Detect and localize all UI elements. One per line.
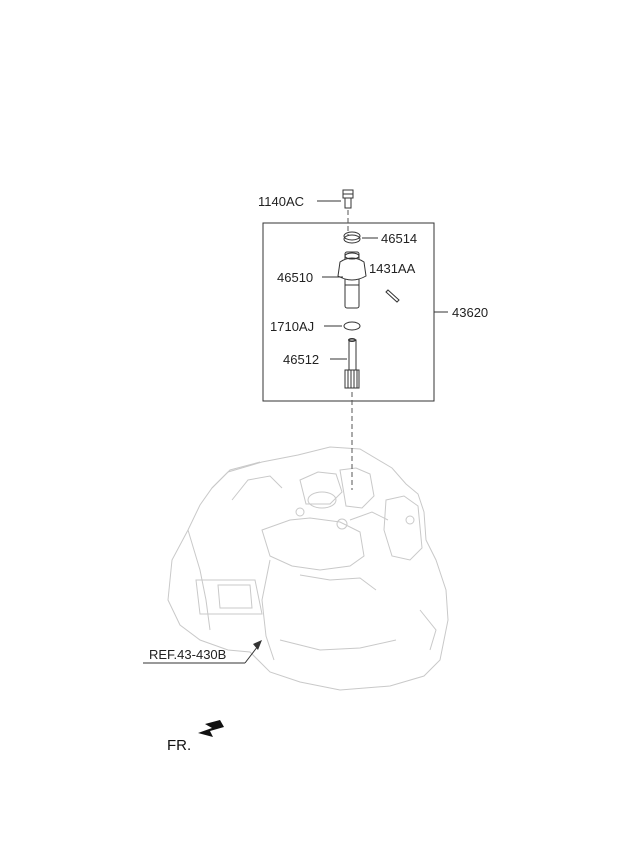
label-seal: 46514 [381, 231, 417, 246]
label-pin: 1431AA [369, 261, 416, 276]
oring-part [343, 321, 361, 331]
label-reference: REF.43-430B [149, 647, 226, 662]
transmission-housing-outline [167, 446, 449, 691]
bolt-part [342, 189, 354, 209]
pin-part [385, 289, 400, 303]
label-oring: 1710AJ [270, 319, 314, 334]
label-bolt: 1140AC [258, 194, 304, 209]
label-sleeve: 46510 [277, 270, 313, 285]
sleeve-part [337, 251, 367, 309]
arrow-down-left-icon [198, 720, 224, 737]
label-front: FR. [167, 737, 191, 754]
seal-part [343, 231, 361, 244]
label-assembly: 43620 [452, 305, 488, 320]
gear-part [344, 338, 360, 389]
reference-arrowhead [253, 640, 262, 650]
label-gear: 46512 [283, 352, 319, 367]
